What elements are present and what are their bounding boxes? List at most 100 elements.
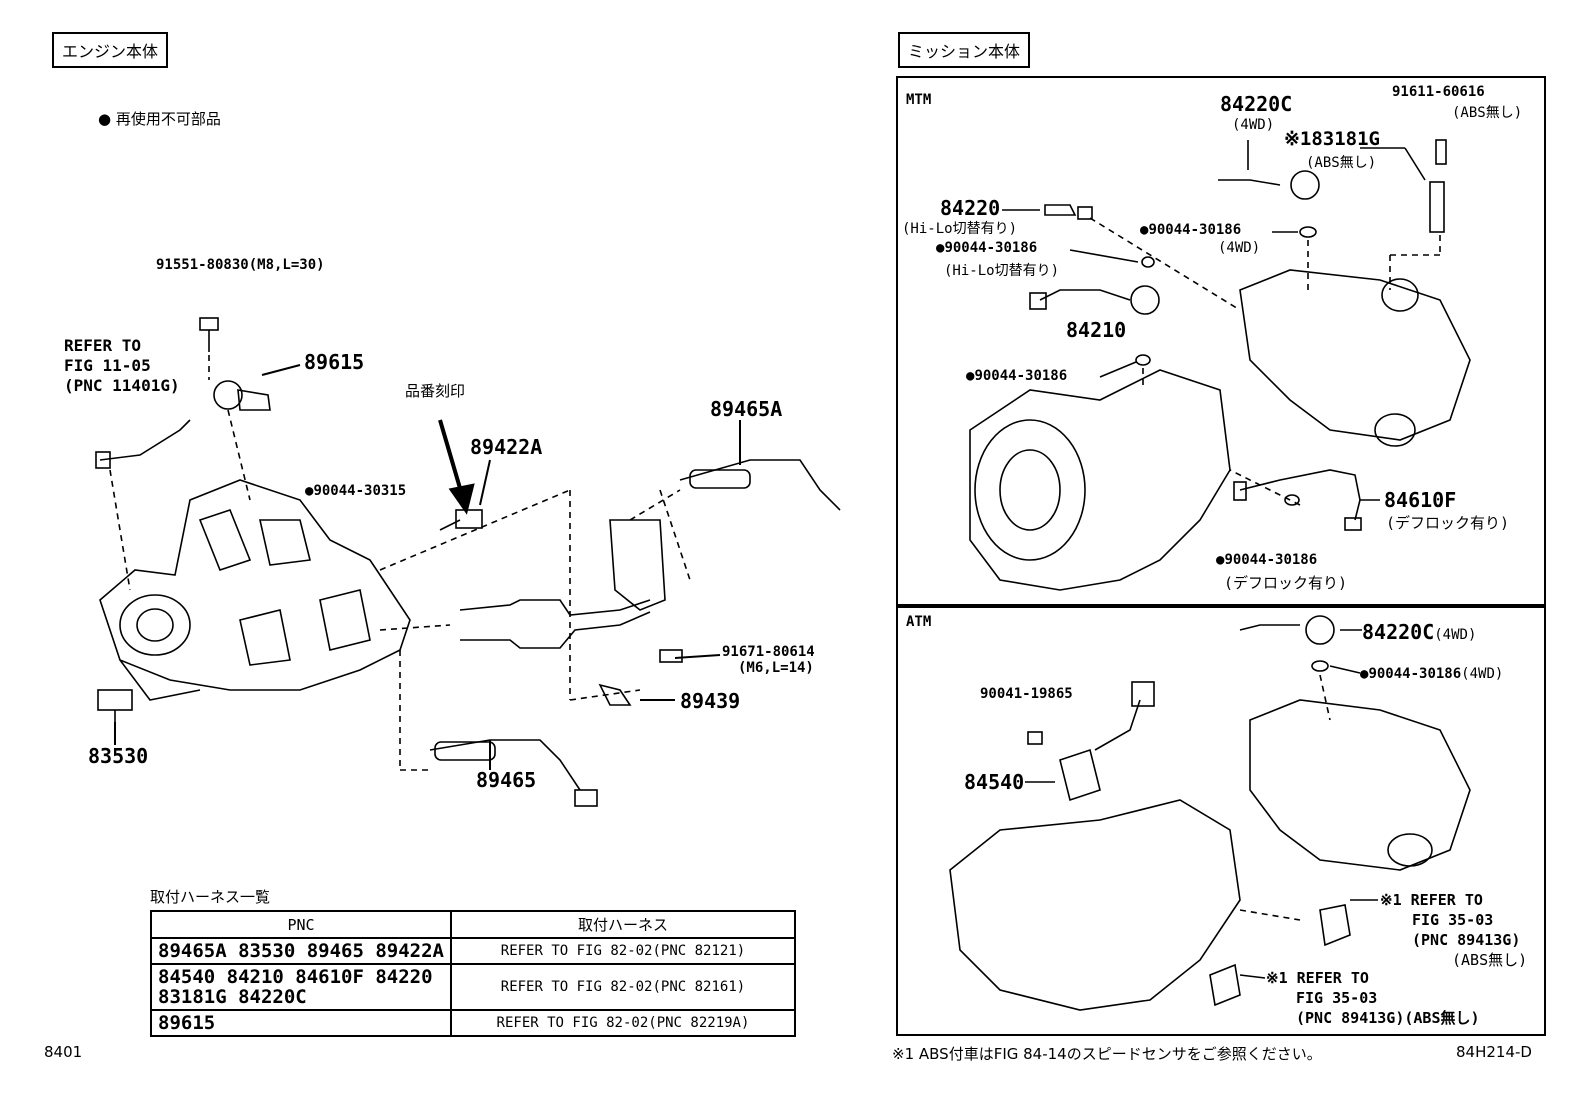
sensor-89422A-drawing — [439, 509, 483, 531]
label-gasket-diff: ●90044-30186 — [1216, 552, 1317, 568]
non-reusable-icon: ● — [305, 483, 314, 499]
label-89439: 89439 — [680, 689, 741, 713]
non-reusable-icon: ● — [1360, 666, 1369, 682]
bolt-pn: 91671-80614 — [722, 644, 815, 660]
gasket-pn: 90044-30315 — [313, 483, 407, 499]
gasket-pn: 90044-30186 — [944, 240, 1038, 256]
label-91611-note: (ABS無し) — [1452, 105, 1523, 121]
label-84540: 84540 — [964, 770, 1025, 794]
non-reusable-icon: ● — [966, 368, 975, 384]
refer-line-2: FIG 35-03 — [1296, 989, 1378, 1007]
exhaust-pipe-drawing — [459, 519, 666, 649]
engine-section-title: エンジン本体 — [52, 32, 169, 68]
label-91551: 91551-80830(M8,L=30) — [156, 257, 325, 273]
atm-transmission-drawing — [949, 615, 1471, 1011]
page-code: 8401 — [44, 1043, 83, 1061]
refer-line-1: ※1 REFER TO — [1380, 891, 1483, 909]
part-number: 84220C — [1362, 620, 1435, 644]
label-91611: 91611-60616 — [1392, 84, 1485, 100]
label-83181G: ※183181G — [1284, 128, 1380, 150]
ref-cell: REFER TO FIG 82-02(PNC 82161) — [449, 963, 796, 1011]
pnc-cell: 89465A 83530 89465 89422A — [150, 937, 452, 965]
gasket-note: (4WD) — [1461, 666, 1504, 682]
header-harness: 取付ハーネス — [449, 910, 796, 939]
table-row: 84540 84210 84610F 84220 83181G 84220C R… — [150, 963, 796, 1011]
label-gasket-diff-note: (デフロック有り) — [1224, 574, 1348, 592]
label-gasket-hilo-note: (Hi-Lo切替有り) — [944, 263, 1060, 279]
mtm-panel — [896, 76, 1546, 608]
label-84220C-mtm-note: (4WD) — [1232, 117, 1275, 133]
mtm-tag: MTM — [906, 92, 932, 108]
ref-cell: REFER TO FIG 82-02(PNC 82219A) — [449, 1009, 796, 1037]
label-84610F-note: (デフロック有り) — [1386, 514, 1510, 532]
label-84220-note: (Hi-Lo切替有り) — [902, 221, 1018, 237]
o2-sensor-89465A-drawing — [679, 459, 841, 511]
label-stamp: 品番刻印 — [405, 382, 466, 400]
gasket-pn: 90044-30186 — [1148, 222, 1242, 238]
footnote: ※1 ABS付車はFIG 84-14のスピードセンサをご参照ください。 — [892, 1045, 1322, 1063]
refer-line-3: (PNC 89413G) — [1412, 931, 1521, 949]
refer-line-1: REFER TO — [64, 336, 142, 355]
label-89465A: 89465A — [710, 397, 783, 421]
label-84220: 84220 — [940, 196, 1001, 220]
bolt-drawing — [199, 317, 219, 352]
label-gasket-4wd-note: (4WD) — [1218, 240, 1261, 256]
gasket-pn: 90044-30186 — [974, 368, 1068, 384]
label-gasket-84210: ●90044-30186 — [966, 368, 1067, 384]
mtm-transmission-drawing — [969, 139, 1471, 591]
non-reusable-icon: ● — [1140, 222, 1149, 238]
label-83530: 83530 — [88, 744, 149, 768]
legend: ● 再使用不可部品 — [98, 108, 221, 129]
fig-code: 84H214-D — [1456, 1043, 1532, 1061]
table-row: 89465A 83530 89465 89422A REFER TO FIG 8… — [150, 937, 796, 965]
label-89465: 89465 — [476, 768, 537, 792]
transmission-section-title: ミッション本体 — [898, 32, 1031, 68]
stamp-arrow — [438, 419, 475, 515]
label-gasket-hilo: ●90044-30186 — [936, 240, 1037, 256]
refer-line-4: (ABS無し) — [1452, 951, 1528, 969]
label-gasket-atm: ●90044-30186(4WD) — [1360, 666, 1503, 682]
pnc-cell: 89615 — [150, 1009, 452, 1037]
label-84610F: 84610F — [1384, 488, 1457, 512]
table-row: 89615 REFER TO FIG 82-02(PNC 82219A) — [150, 1009, 796, 1037]
harness-table-header: PNC 取付ハーネス — [150, 910, 796, 939]
refer-fig-35-03-a: ※1 REFER TO FIG 35-03 (PNC 89413G) (ABS無… — [1380, 890, 1527, 970]
refer-fig-35-03-b: ※1 REFER TO FIG 35-03 (PNC 89413G)(ABS無し… — [1266, 968, 1480, 1028]
bolt-spec: (M6,L=14) — [738, 660, 814, 676]
refer-line-1: ※1 REFER TO — [1266, 969, 1369, 987]
non-reusable-icon: ● — [936, 240, 945, 256]
switch-83530-drawing — [97, 689, 133, 722]
label-91671: 91671-80614 (M6,L=14) — [722, 644, 815, 676]
label-84210: 84210 — [1066, 318, 1127, 342]
gasket-pn: 90044-30186 — [1368, 666, 1462, 682]
atm-tag: ATM — [906, 614, 932, 630]
refer-line-3: (PNC 89413G)(ABS無し) — [1296, 1009, 1480, 1027]
reusable-bullet-icon: ● — [98, 110, 112, 128]
label-83181G-note: (ABS無し) — [1306, 155, 1377, 171]
refer-line-2: FIG 35-03 — [1412, 911, 1494, 929]
harness-table: PNC 取付ハーネス 89465A 83530 89465 89422A REF… — [150, 910, 796, 1037]
refer-line-3: (PNC 11401G) — [64, 376, 180, 395]
label-89615: 89615 — [304, 350, 365, 374]
gasket-pn: 90044-30186 — [1224, 552, 1318, 568]
part-note: (4WD) — [1434, 627, 1477, 643]
non-reusable-icon: ● — [1216, 552, 1225, 568]
label-gasket-4wd: ●90044-30186 — [1140, 222, 1241, 238]
ref-cell: REFER TO FIG 82-02(PNC 82121) — [449, 937, 796, 965]
refer-line-2: FIG 11-05 — [64, 356, 151, 375]
atm-panel — [896, 604, 1546, 1036]
header-pnc: PNC — [150, 910, 452, 939]
engine-block-drawing — [99, 479, 411, 701]
refer-fig-11-05: REFER TO FIG 11-05 (PNC 11401G) — [64, 336, 180, 396]
o2-sensor-89465-drawing — [429, 739, 598, 807]
pnc-cell: 84540 84210 84610F 84220 83181G 84220C — [150, 963, 452, 1011]
legend-label: 再使用不可部品 — [115, 110, 221, 128]
label-90041: 90041-19865 — [980, 686, 1073, 702]
knock-sensor-drawing — [213, 380, 271, 411]
label-90044-30315: ●90044-30315 — [305, 483, 406, 499]
label-89422A: 89422A — [470, 435, 543, 459]
label-84220C-atm: 84220C(4WD) — [1362, 620, 1476, 644]
label-84220C-mtm: 84220C — [1220, 92, 1293, 116]
harness-table-title: 取付ハーネス一覧 — [150, 888, 271, 906]
